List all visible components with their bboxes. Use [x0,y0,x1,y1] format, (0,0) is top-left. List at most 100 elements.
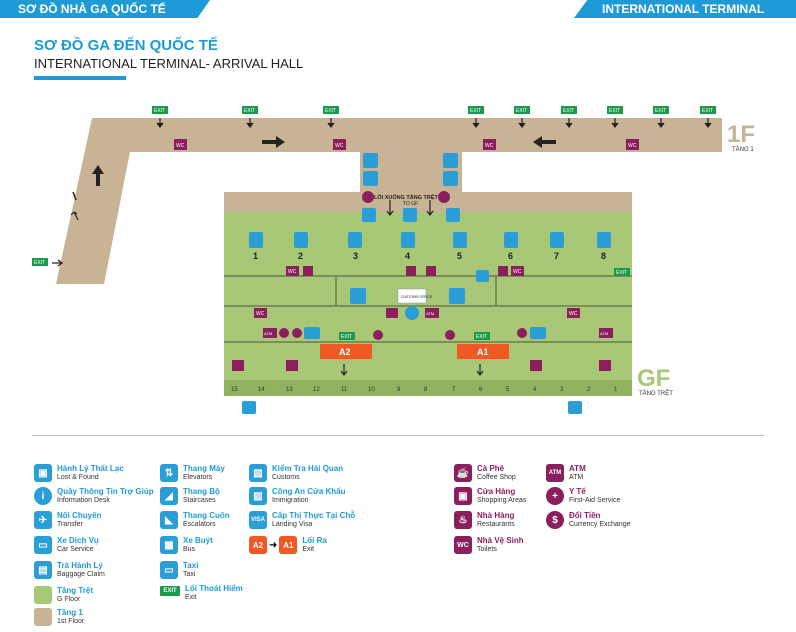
arrow-right-icon: ➜ [269,539,278,551]
belt: 3 [348,232,362,261]
elevator-icon: ⇅ [160,464,178,482]
belt: 1 [249,232,263,261]
taxi-icon: ▭ [160,561,178,579]
belt-number: 6 [508,251,513,261]
belt-number: 8 [601,251,606,261]
legend-vn: Trả Hành Lý [57,561,103,570]
exit-label: EXIT [516,108,527,114]
page-subtitle: INTERNATIONAL TERMINAL- ARRIVAL HALL [34,56,304,71]
door-number: 10 [368,387,375,393]
arrow-up-ramp [72,191,77,201]
legend-en: Bus [183,546,196,553]
baggage-belts: 1 2 3 4 5 6 7 8 [249,232,611,261]
exit-label: EXIT [325,108,336,114]
restaurant-icon: ♨ [454,511,472,529]
belt-number: 7 [554,251,559,261]
visa-icon: VISA [249,511,267,529]
exchange-icon-2 [438,191,450,203]
floor-1f-label: 1F [727,121,755,148]
header-right-banner: INTERNATIONAL TERMINAL [574,0,796,18]
belt: 2 [294,232,308,261]
belt: 6 [504,232,518,261]
exit-label: EXIT [476,334,487,340]
door-number: 13 [286,387,293,393]
header-left-banner: SƠ ĐỒ NHÀ GA QUỐC TẾ [0,0,210,18]
belt-number: 5 [457,251,462,261]
legend-en: Car Service [57,546,94,553]
belt-number: 1 [253,251,258,261]
atm-label: ATM [426,311,434,316]
legend-en: ATM [569,474,584,481]
gf-top-band [224,192,632,212]
arrow-up-icon [92,165,104,186]
escalator-icon [362,208,376,222]
immigration-icon: ▨ [249,487,267,505]
escalator-icon: ◣ [160,511,178,529]
legend-en: G Floor [57,596,81,603]
bus-icon [242,401,256,414]
gift-icon: ▣ [454,487,472,505]
legend-en: Elevators [183,474,213,481]
elevator-icon [403,208,417,222]
wc-icon: WC [454,536,472,554]
taxi-icon [568,401,582,414]
terminal-map: 1F TẦNG 1 GF TẦNG TRỆT EXIT EXIT EXIT EX… [32,106,755,414]
arrow-left-icon [533,136,556,148]
door-number: 4 [533,387,537,393]
door-number: 15 [231,387,238,393]
wc-label: WC [176,143,185,149]
wc-label: WC [628,143,637,149]
exit-a2 [320,344,372,359]
immigration-icon-2 [443,171,458,186]
customs-icon: ▧ [249,464,267,482]
door-number: 6 [479,387,483,393]
legend-vn: Cấp Thị Thực Tại Chỗ [272,511,356,520]
exit-label: EXIT [34,260,45,266]
door-number: 14 [258,387,265,393]
wc-label: WC [335,143,344,149]
legend-en: Escalators [183,521,216,528]
legend-en: Customs [272,474,300,481]
stairs-icon: ◢ [160,487,178,505]
down-to-gf-label-en: TO GF [403,201,418,207]
arrival-exits: A2 A1 [320,344,509,359]
legend-vn: Xe Dịch Vụ [57,536,99,545]
exchange-icon [362,191,374,203]
belt: 7 [550,232,564,261]
exit-a2-label: A2 [339,347,351,357]
exit-label: EXIT [702,108,713,114]
legend-vn: Taxi [183,561,199,570]
exit-a2-icon: A2 [249,536,267,554]
legend-en: Shopping Areas [477,497,527,504]
legend-en: Currency Exchange [569,521,631,528]
stairs-icon [446,208,460,222]
floor-gf-label: GF [637,365,670,392]
atm-icon: ATM [546,464,564,482]
door-number: 8 [424,387,428,393]
belt-number: 3 [353,251,358,261]
exit-label: EXIT [609,108,620,114]
atm-label: ATM [600,331,608,336]
legend-vn: Hành Lý Thất Lạc [57,464,124,473]
legend-vn: Nhà Hàng [477,511,515,520]
exit-a-icons: A2 ➜ A1 [249,536,298,554]
legend-en: Exit [302,546,315,553]
door-number: 2 [587,387,591,393]
exit-sign-icon: EXIT [160,586,180,596]
legend-vn: Kiểm Tra Hải Quan [272,464,344,473]
door-number: 3 [560,387,564,393]
legend-en: Transfer [57,521,83,528]
exit-label: EXIT [244,108,255,114]
door-number: 1 [614,387,618,393]
door-number: 9 [397,387,401,393]
